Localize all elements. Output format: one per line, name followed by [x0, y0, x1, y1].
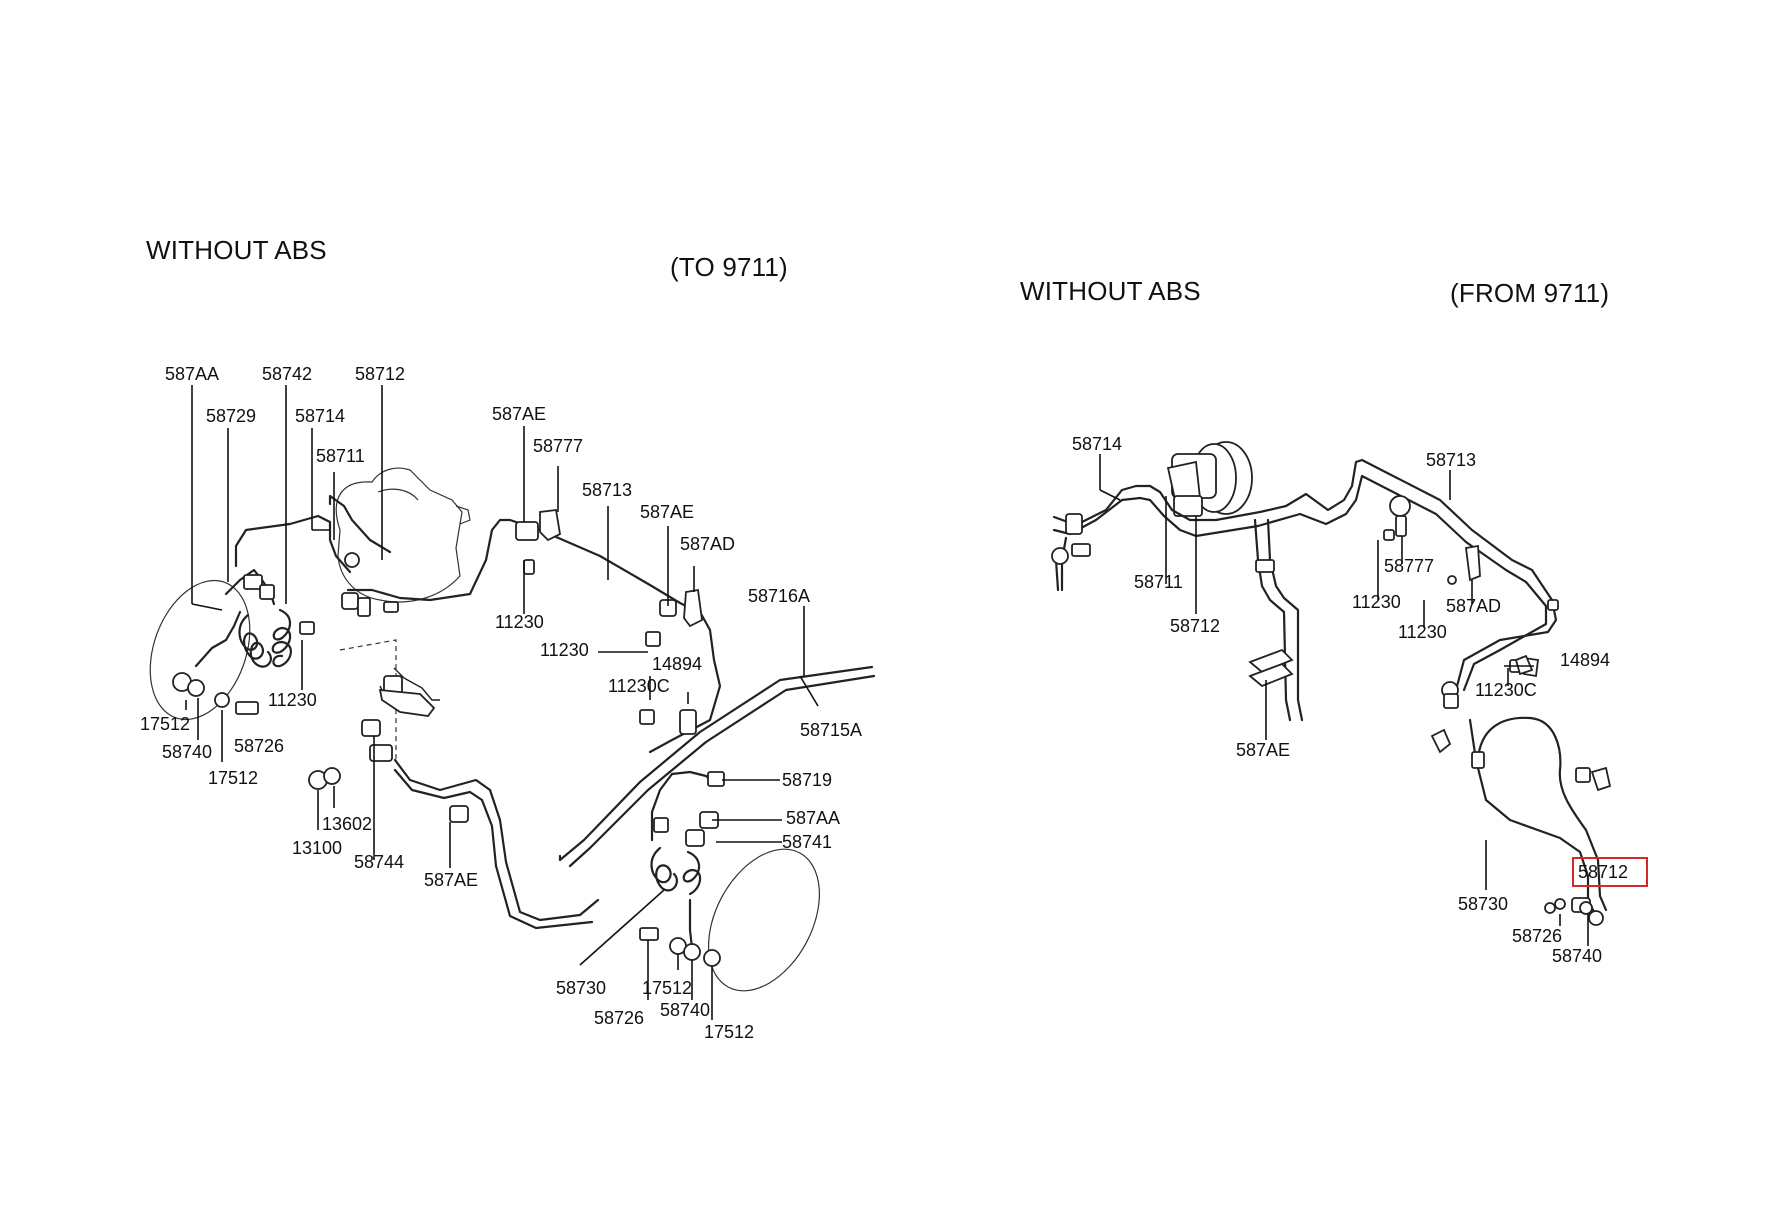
label-58714: 58714 — [295, 406, 345, 426]
label-58716A: 58716A — [748, 586, 810, 606]
r-label-14894: 14894 — [1560, 650, 1610, 670]
r-label-58740: 58740 — [1552, 946, 1602, 966]
r-brake-line-58714 — [1052, 474, 1548, 692]
label-14894: 14894 — [652, 654, 702, 674]
fittings-right — [1051, 495, 1612, 926]
right-diagram: 58714 58713 58777 58711 11230 587AD 5871… — [1051, 434, 1648, 966]
r-label-11230-b: 11230 — [1398, 622, 1447, 642]
left-leader-lines — [185, 385, 819, 1020]
r-label-58713: 58713 — [1426, 450, 1476, 470]
brake-line-58730 — [393, 758, 600, 922]
label-58726-b: 58726 — [594, 1008, 644, 1028]
label-587AE-bot: 587AE — [424, 870, 478, 890]
right-flex-hose — [650, 846, 678, 892]
left-flex-hose — [238, 613, 272, 668]
left-diagram-range: (TO 9711) — [670, 252, 788, 282]
brake-line-58713 — [346, 518, 722, 754]
label-17512-d: 17512 — [704, 1022, 754, 1042]
front-right-wheel-outline — [707, 848, 821, 992]
label-58729: 58729 — [206, 406, 256, 426]
fittings-left — [172, 508, 725, 967]
brake-line-58711 — [328, 494, 392, 554]
label-13100: 13100 — [292, 838, 342, 858]
label-58711: 58711 — [316, 446, 365, 466]
brake-line-58730-b — [393, 768, 594, 930]
brake-line-58716A — [558, 665, 874, 862]
label-587AE-top: 587AE — [492, 404, 546, 424]
label-58740-a: 58740 — [162, 742, 212, 762]
label-58742: 58742 — [262, 364, 312, 384]
r-label-587AE: 587AE — [1236, 740, 1290, 760]
r-flex-hose-58730 — [1468, 718, 1596, 914]
label-58719: 58719 — [782, 770, 832, 790]
brake-booster — [1166, 441, 1253, 517]
left-diagram: 587AA 58742 58712 58729 58714 58711 587A… — [140, 364, 876, 1042]
r-label-58730: 58730 — [1458, 894, 1508, 914]
label-58744: 58744 — [354, 852, 404, 872]
label-11230C: 11230C — [608, 676, 670, 696]
label-58777: 58777 — [533, 436, 583, 456]
label-11230-a: 11230 — [495, 612, 544, 632]
highlight-58712-box — [1572, 857, 1648, 887]
right-diagram-title: WITHOUT ABS — [1020, 276, 1201, 306]
r-label-58726: 58726 — [1512, 926, 1562, 946]
brake-line-58714 — [234, 514, 352, 574]
r-label-58712: 58712 — [1170, 616, 1220, 636]
r-label-58714: 58714 — [1072, 434, 1122, 454]
label-58741: 58741 — [782, 832, 832, 852]
r-label-11230C: 11230C — [1475, 680, 1537, 700]
brake-booster-outline — [335, 467, 463, 603]
label-58712-top: 58712 — [355, 364, 405, 384]
label-587AA-bot: 587AA — [786, 808, 840, 828]
right-leader-lines — [1099, 454, 1589, 946]
r-label-11230-a: 11230 — [1352, 592, 1401, 612]
r-flex-hose-58712 — [1476, 716, 1608, 912]
brake-line-58715A — [568, 674, 876, 868]
label-587AD: 587AD — [680, 534, 735, 554]
label-58715A: 58715A — [800, 720, 862, 740]
r-label-58777: 58777 — [1384, 556, 1434, 576]
left-part-labels: 587AA 58742 58712 58729 58714 58711 587A… — [140, 364, 862, 1042]
left-diagram-title: WITHOUT ABS — [146, 235, 327, 265]
label-587AA-top: 587AA — [165, 364, 219, 384]
front-left-wheel-outline — [149, 579, 251, 721]
label-587AE-mid: 587AE — [640, 502, 694, 522]
label-17512-a: 17512 — [140, 714, 190, 734]
label-17512-b: 17512 — [208, 768, 258, 788]
label-17512-c: 17512 — [642, 978, 692, 998]
r-down-pipe-left — [1253, 518, 1292, 722]
right-part-labels: 58714 58713 58777 58711 11230 587AD 5871… — [1072, 434, 1628, 966]
r-label-58712-highlighted: 58712 — [1578, 862, 1628, 882]
right-diagram-range: (FROM 9711) — [1450, 278, 1610, 308]
label-11230-c: 11230 — [268, 690, 317, 710]
label-11230-b: 11230 — [540, 640, 589, 660]
r-label-587AD: 587AD — [1446, 596, 1501, 616]
label-13602: 13602 — [322, 814, 372, 834]
label-58740-b: 58740 — [660, 1000, 710, 1020]
label-58713: 58713 — [582, 480, 632, 500]
label-58726-a: 58726 — [234, 736, 284, 756]
left-flex-hose-2 — [271, 608, 292, 668]
r-label-58711: 58711 — [1134, 572, 1183, 592]
label-58730: 58730 — [556, 978, 606, 998]
